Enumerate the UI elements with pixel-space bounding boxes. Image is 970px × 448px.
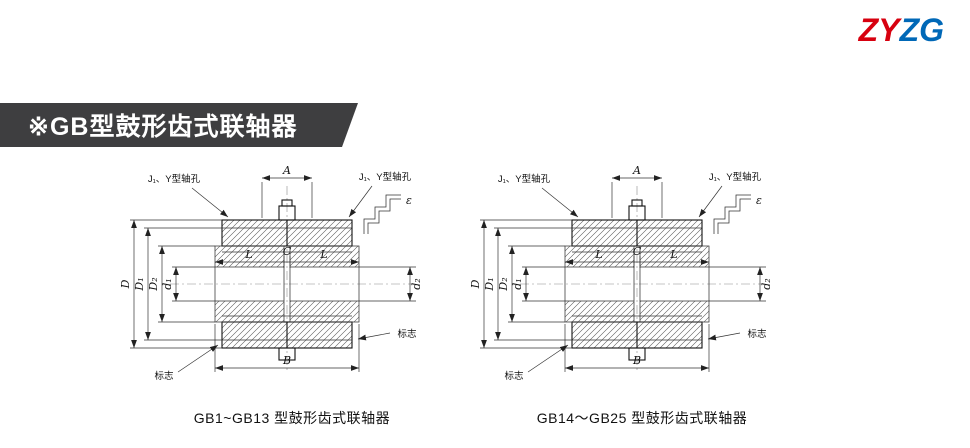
- diagram-caption: GB1~GB13 型鼓形齿式联轴器: [193, 410, 391, 426]
- dim-label-a: A: [282, 164, 291, 177]
- bore-type-label-right: J₁、Y型轴孔: [359, 171, 412, 183]
- dim-label-d1-small: d₁: [161, 278, 174, 289]
- dim-label-l-left: L: [244, 248, 252, 261]
- dim-label-l-right: L: [669, 248, 677, 261]
- dim-label-d2: D₂: [147, 277, 160, 291]
- dimension-a: A: [611, 164, 663, 218]
- mark-label-left: 标志: [504, 370, 523, 382]
- epsilon-label: ε: [756, 194, 762, 207]
- dimension-d2-bore: d₂: [709, 266, 773, 302]
- dim-label-d1: D₁: [483, 277, 496, 291]
- dimension-lcl: L C L: [565, 245, 709, 268]
- dim-label-a: A: [632, 164, 641, 177]
- bore-type-callout-left: J₁、Y型轴孔: [498, 173, 579, 218]
- diagram-caption: GB14～GB25 型鼓形齿式联轴器: [536, 410, 748, 426]
- mark-callout-right: 标志: [707, 328, 767, 341]
- mark-label-left: 标志: [154, 370, 173, 382]
- coupling-drawing: A L C L B D: [119, 164, 423, 382]
- coupling-diagram-gb14-gb25: A L C L B D: [462, 162, 822, 428]
- dimension-d: D: [469, 219, 572, 349]
- bore-type-callout-right: J₁、Y型轴孔: [698, 171, 762, 218]
- dimension-a: A: [261, 164, 313, 218]
- dim-label-b: B: [282, 354, 291, 367]
- coupling-sleeve: [571, 219, 703, 349]
- dimension-d1-bore: d₁: [161, 266, 215, 302]
- epsilon-label: ε: [406, 194, 412, 207]
- flange-bolts: [628, 199, 646, 361]
- dimension-d1: D₁: [133, 227, 222, 341]
- coupling-drawing: A L C L B D: [469, 164, 773, 382]
- mark-callout-left: 标志: [154, 344, 219, 382]
- bore-type-callout-left: J₁、Y型轴孔: [148, 173, 229, 218]
- logo-text-zg: ZG: [899, 12, 944, 48]
- flange-bolts: [278, 199, 296, 361]
- dimension-d2: D₂: [147, 245, 215, 323]
- bore-type-label-right: J₁、Y型轴孔: [709, 171, 762, 183]
- page-title: ※GB型鼓形齿式联轴器: [28, 113, 298, 141]
- mark-label-right: 标志: [397, 328, 416, 340]
- dimension-d1-bore: d₁: [511, 266, 565, 302]
- mark-callout-right: 标志: [357, 328, 417, 341]
- dim-label-c: C: [633, 245, 642, 258]
- logo-text-zy: ZY: [858, 12, 900, 48]
- mark-callout-left: 标志: [504, 344, 569, 382]
- dim-label-d2-small: d₂: [760, 278, 773, 289]
- dim-label-d1: D₁: [133, 277, 146, 291]
- dim-label-d1-small: d₁: [511, 278, 524, 289]
- dimension-d1: D₁: [483, 227, 572, 341]
- title-banner: ※GB型鼓形齿式联轴器: [0, 103, 358, 147]
- bore-type-callout-right: J₁、Y型轴孔: [348, 171, 412, 218]
- bore-type-label-left: J₁、Y型轴孔: [148, 173, 201, 185]
- coupling-sleeve: [221, 219, 353, 349]
- mark-label-right: 标志: [747, 328, 766, 340]
- dim-label-d: D: [119, 279, 132, 289]
- dim-label-c: C: [283, 245, 292, 258]
- coupling-diagram-gb1-gb13: A L C L B D: [112, 162, 472, 428]
- dim-label-l-right: L: [319, 248, 327, 261]
- shaft-end-detail: [363, 194, 401, 234]
- dim-label-d: D: [469, 279, 482, 289]
- dimension-d2: D₂: [497, 245, 565, 323]
- bore-type-label-left: J₁、Y型轴孔: [498, 173, 551, 185]
- shaft-end-detail: [713, 194, 751, 234]
- dimension-d: D: [119, 219, 222, 349]
- dimension-d2-bore: d₂: [359, 266, 423, 302]
- dim-label-d2-small: d₂: [410, 278, 423, 289]
- dim-label-b: B: [632, 354, 641, 367]
- dim-label-d2: D₂: [497, 277, 510, 291]
- brand-logo: ZYZG: [859, 14, 944, 46]
- dim-label-l-left: L: [594, 248, 602, 261]
- dimension-lcl: L C L: [215, 245, 359, 268]
